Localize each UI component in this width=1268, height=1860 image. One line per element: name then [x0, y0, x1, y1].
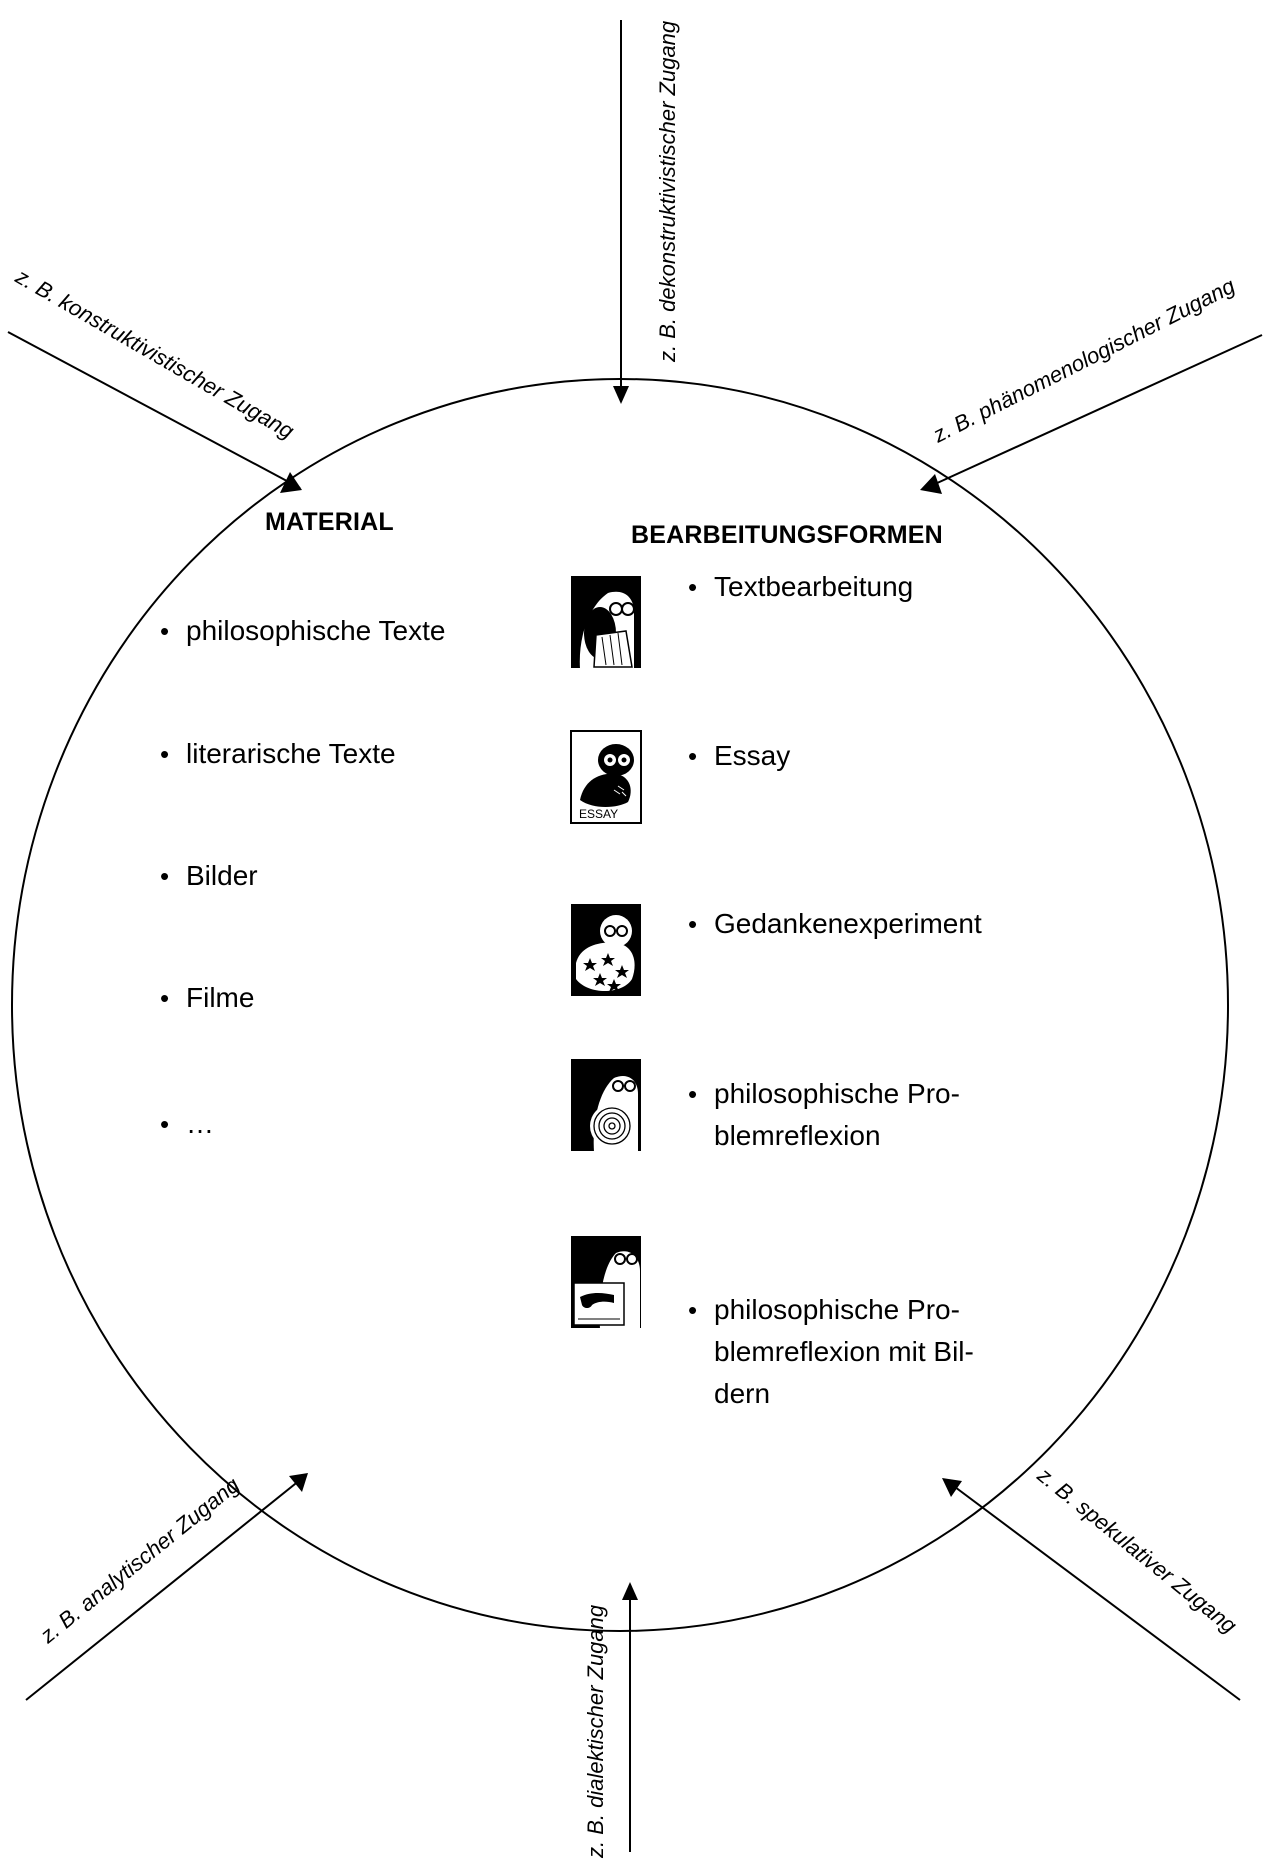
label-dekonstruktivistisch: z. B. dekonstruktivistischer Zugang: [655, 20, 680, 363]
form-item-gedankenexperiment: • Gedankenexperiment: [688, 903, 982, 945]
arrow-dialektisch: [622, 1582, 638, 1852]
material-heading: MATERIAL: [265, 508, 394, 536]
arrow-analytisch: [25, 1473, 308, 1701]
arrow-dekonstruktivistisch: [613, 20, 629, 404]
material-item: • philosophische Texte: [160, 610, 445, 652]
material-item: • …: [160, 1103, 214, 1145]
owl-essay-icon: ESSAY: [570, 730, 642, 824]
label-phaenomenologisch: z. B. phänomenologischer Zugang: [928, 273, 1240, 448]
svg-text:ESSAY: ESSAY: [579, 807, 618, 821]
form-item-problemreflexion: • philosophische Pro- blemreflexion: [688, 1073, 960, 1157]
owl-spiral-icon: [571, 1059, 641, 1152]
form-item-textbearbeitung: • Textbearbeitung: [688, 566, 913, 608]
bullet: •: [688, 572, 698, 602]
material-item: • Bilder: [160, 855, 258, 897]
material-item: • literarische Texte: [160, 733, 396, 775]
label-spekulativ: z. B. spekulativer Zugang: [1032, 1462, 1242, 1639]
label-analytisch: z. B. analytischer Zugang: [35, 1472, 245, 1649]
material-item: • Filme: [160, 977, 254, 1019]
owl-book-icon: [571, 576, 641, 669]
bullet: •: [160, 739, 170, 769]
bullet: •: [688, 741, 698, 771]
bullet: •: [688, 1079, 698, 1109]
owl-stars-icon: [571, 904, 641, 996]
form-item-essay: • Essay: [688, 735, 790, 777]
arrow-spekulativ: [942, 1478, 1241, 1701]
owl-pipe-icon: [571, 1236, 641, 1329]
bullet: •: [688, 1295, 698, 1325]
bullet: •: [688, 909, 698, 939]
bullet: •: [160, 861, 170, 891]
bullet: •: [160, 983, 170, 1013]
arrow-konstruktivistisch: [7, 331, 302, 493]
forms-heading: BEARBEITUNGSFORMEN: [631, 521, 943, 549]
bullet: •: [160, 1109, 170, 1139]
bullet: •: [160, 616, 170, 646]
label-dialektisch: z. B. dialektischer Zugang: [583, 1604, 608, 1859]
form-item-problemreflexion-bilder: • philosophische Pro- blemreflexion mit …: [688, 1289, 974, 1415]
arrow-phaenomenologisch: [920, 334, 1263, 494]
label-konstruktivistisch: z. B. konstruktivistischer Zugang: [11, 263, 299, 444]
